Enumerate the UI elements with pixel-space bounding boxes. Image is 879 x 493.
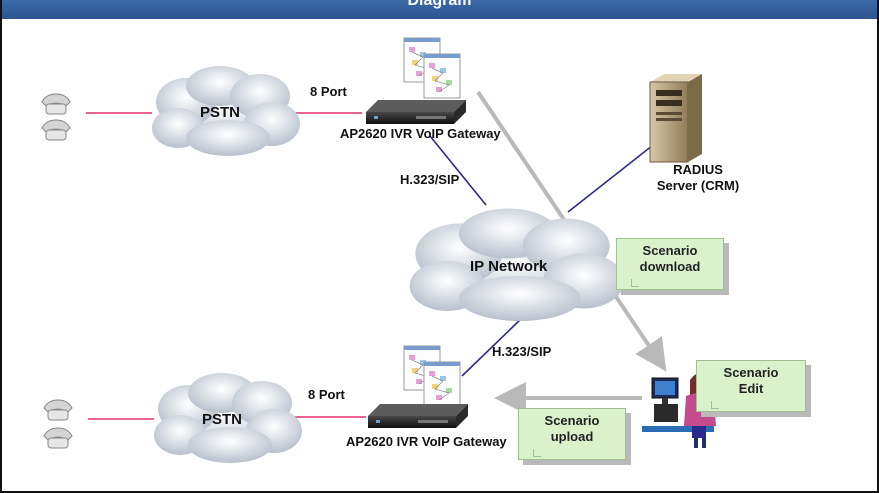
ip-to-radius-line <box>567 137 663 213</box>
gateway-top-to-ip-line <box>429 135 487 206</box>
scenario-edit-note: Scenario Edit <box>696 360 806 412</box>
gateway-top-icon <box>366 100 466 124</box>
note-text: Scenario <box>544 413 600 428</box>
note-text: Scenario <box>642 243 698 258</box>
protocol-bottom-label: H.323/SIP <box>492 344 552 359</box>
title-bar: Diagram <box>2 0 877 19</box>
note-text: download <box>639 259 701 274</box>
phone-icon <box>41 93 71 115</box>
gateway-top-label: AP2620 IVR VoIP Gateway <box>340 126 501 141</box>
phone-icon <box>43 427 73 449</box>
phone-icon <box>43 399 73 421</box>
ip-network-label: IP Network <box>470 258 548 275</box>
phone-icon <box>41 119 71 141</box>
scenario-download-note: Scenario download <box>616 238 724 290</box>
gateway-top-port-label: 8 Port <box>310 84 347 99</box>
gateway-bottom-icon <box>368 404 468 428</box>
scenario-upload-note: Scenario upload <box>518 408 626 460</box>
radius-server-icon <box>649 74 702 163</box>
gateway-bottom-label: AP2620 IVR VoIP Gateway <box>346 434 507 449</box>
gateway-bottom-port-label: 8 Port <box>308 387 345 402</box>
pstn-bottom-label: PSTN <box>202 411 243 428</box>
pstn-top-label: PSTN <box>200 104 241 121</box>
page-title: Diagram <box>407 0 472 9</box>
scenario-screen-icon <box>423 361 461 407</box>
scenario-screen-icon <box>423 53 461 99</box>
radius-server-label-line2: Server (CRM) <box>656 178 740 193</box>
gateway-bottom-to-ip-line <box>461 317 523 377</box>
note-text: Scenario <box>723 365 779 380</box>
protocol-top-label: H.323/SIP <box>400 172 460 187</box>
note-text: Edit <box>738 381 764 396</box>
note-text: upload <box>550 429 594 444</box>
radius-server-label-line1: RADIUS <box>673 162 723 177</box>
